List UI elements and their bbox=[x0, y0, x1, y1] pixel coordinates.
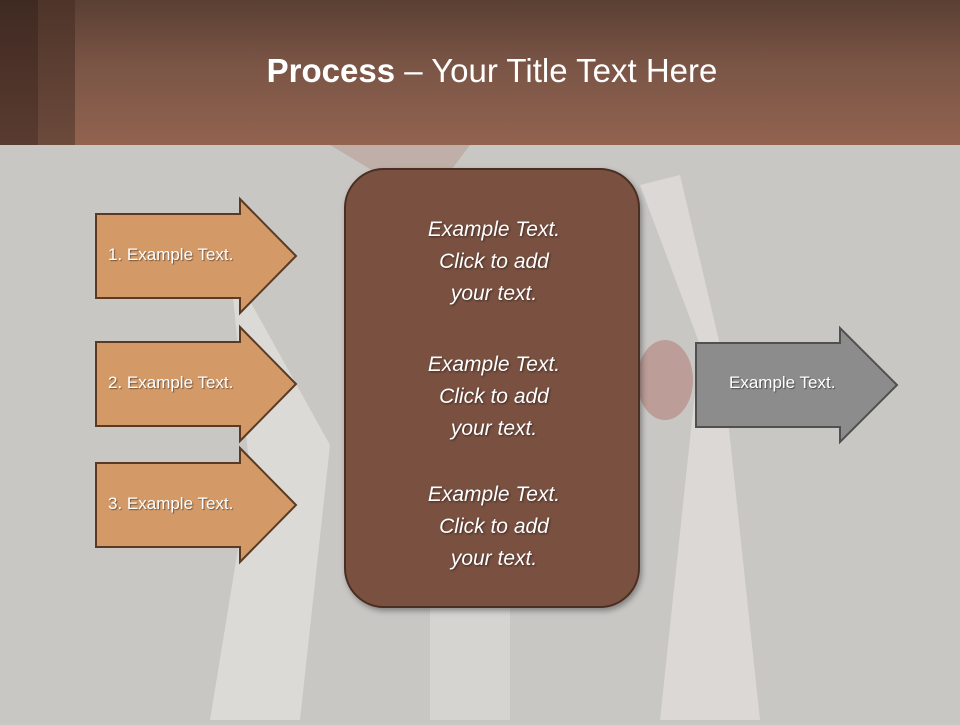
input-arrow-1[interactable] bbox=[95, 196, 298, 316]
center-text-block-1[interactable]: Example Text. Click to add your text. bbox=[346, 214, 642, 310]
center-block-1-line-2: Click to add bbox=[439, 250, 549, 273]
title-bar: Process – Your Title Text Here bbox=[0, 0, 960, 145]
output-arrow-label: Example Text. bbox=[729, 373, 836, 392]
center-block-3-line-1: Example Text. bbox=[427, 483, 561, 506]
title-bold: Process bbox=[266, 52, 396, 89]
center-block-2-line-3: your text. bbox=[450, 417, 538, 440]
slide-title[interactable]: Process – Your Title Text Here bbox=[0, 52, 960, 90]
center-text-block-3[interactable]: Example Text. Click to add your text. bbox=[346, 479, 642, 575]
title-dash: – bbox=[395, 52, 432, 89]
center-block-3-line-2: Click to add bbox=[439, 515, 549, 538]
center-block-2-line-1: Example Text. bbox=[427, 353, 561, 376]
collar-right-shape bbox=[640, 175, 760, 720]
output-arrow[interactable] bbox=[695, 325, 899, 445]
input-arrow-1-label: 1. Example Text. bbox=[108, 245, 234, 264]
kiss-mark-shape bbox=[637, 340, 693, 420]
center-process-box[interactable]: Example Text. Click to add your text. Ex… bbox=[344, 168, 640, 608]
center-block-1-line-1: Example Text. bbox=[427, 218, 561, 241]
center-text-block-2[interactable]: Example Text. Click to add your text. bbox=[346, 349, 642, 445]
input-arrow-3[interactable] bbox=[95, 445, 298, 565]
header-stripe-left bbox=[0, 0, 38, 145]
title-rest: Your Title Text Here bbox=[431, 52, 718, 89]
center-block-2-line-2: Click to add bbox=[439, 385, 549, 408]
input-arrow-3-label: 3. Example Text. bbox=[108, 494, 234, 513]
header-stripe-second bbox=[38, 0, 75, 145]
input-arrow-2[interactable] bbox=[95, 324, 298, 444]
center-block-3-line-3: your text. bbox=[450, 547, 538, 570]
center-block-1-line-3: your text. bbox=[450, 282, 538, 305]
input-arrow-2-label: 2. Example Text. bbox=[108, 373, 234, 392]
